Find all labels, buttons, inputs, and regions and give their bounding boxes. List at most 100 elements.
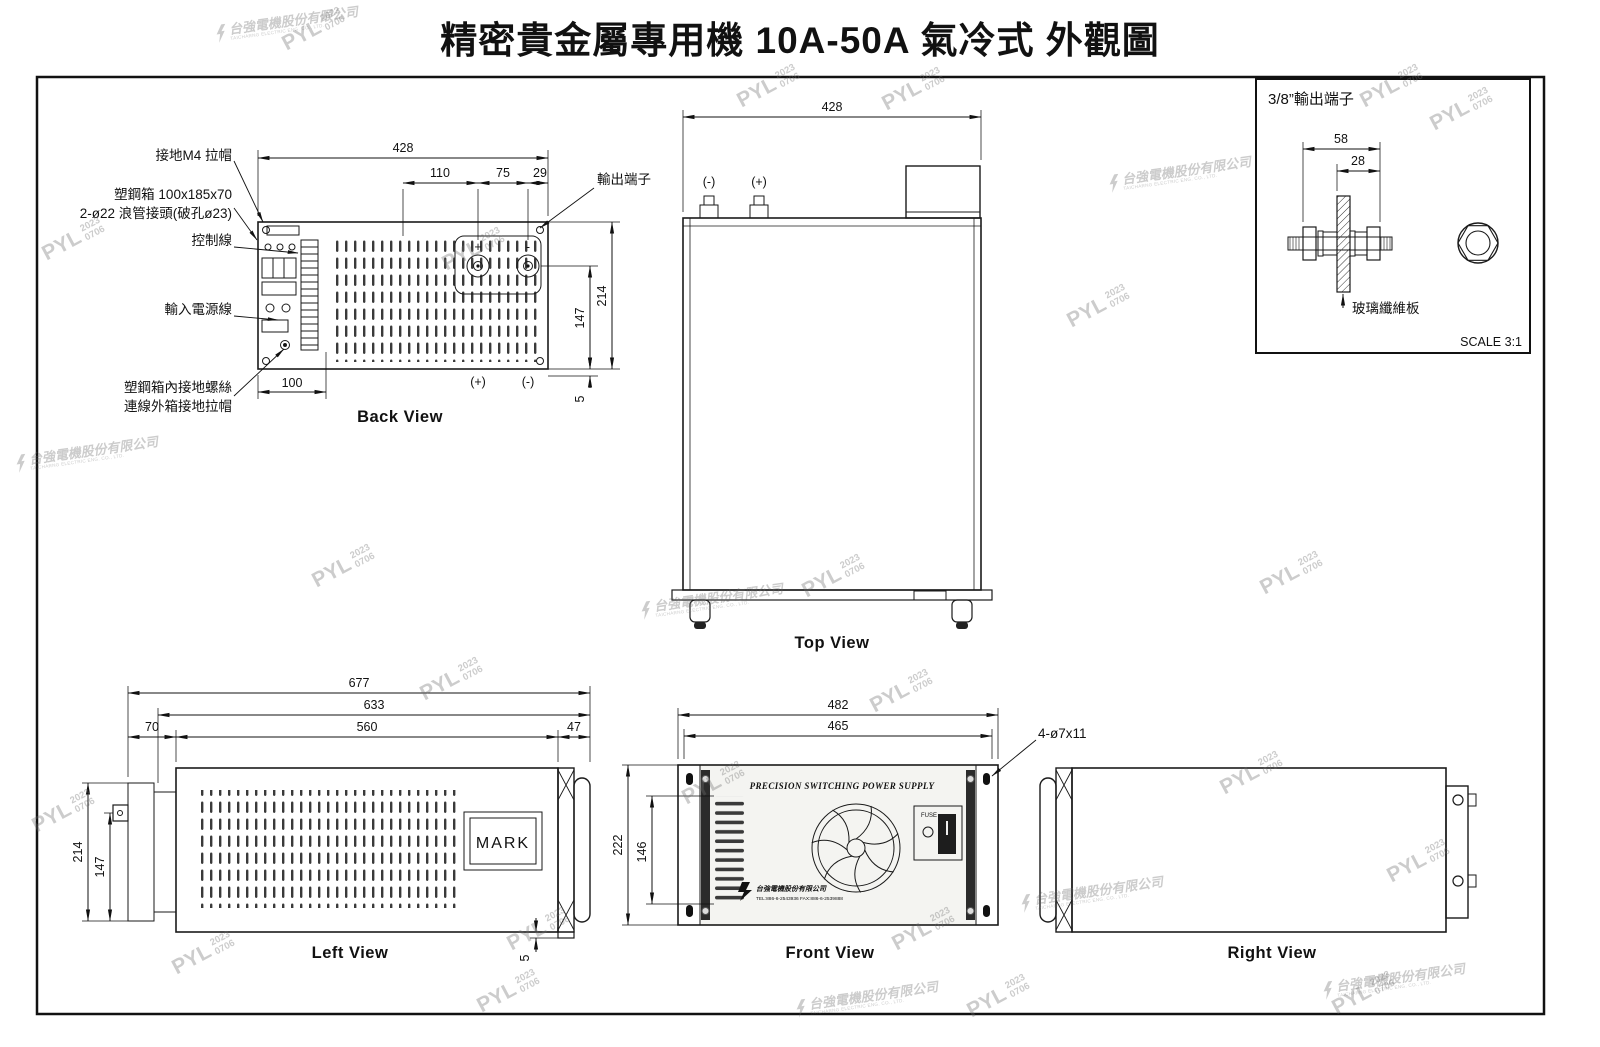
drawing-frame xyxy=(35,75,1546,1016)
contact-text: TEL:886-6-2543936 FAX:886-6-2539888 xyxy=(756,896,843,902)
dim-text: 214 xyxy=(595,286,609,307)
callout-ground-cap: 接地M4 拉帽 xyxy=(155,147,232,163)
dim-text: 28 xyxy=(1351,154,1365,168)
dim-text: 146 xyxy=(635,842,649,863)
back-dim-100: 100 xyxy=(257,352,327,399)
left-view: MARK 677 633 xyxy=(71,676,591,962)
dim-text: 222 xyxy=(611,835,625,856)
detail-scale-label: SCALE 3:1 xyxy=(1460,335,1522,349)
terminal-bolt-section xyxy=(1287,195,1393,293)
callout-box: 塑鋼箱 100x185x70 xyxy=(114,187,232,202)
detail-dim-28: 28 xyxy=(1336,154,1381,191)
left-dim-5: 5 xyxy=(518,918,558,961)
left-front-bracket xyxy=(557,767,591,939)
front-panel-title: PRECISION SWITCHING POWER SUPPLY xyxy=(750,781,936,791)
back-dim-428: 428 xyxy=(257,141,549,216)
callout-conduit: 2-ø22 浪管接頭(破孔ø23) xyxy=(80,205,232,221)
left-dim-214-147: 214 147 xyxy=(71,782,128,922)
brand-lightning-icon xyxy=(738,882,752,901)
top-view-label: Top View xyxy=(795,634,870,652)
right-body xyxy=(1071,767,1447,933)
callout-ground-screw-2: 連線外箱接地拉帽 xyxy=(124,398,232,414)
callout-control-wire: 控制線 xyxy=(192,233,233,248)
plus-sign: + xyxy=(474,240,481,254)
detail-view: 3/8”輸出端子 58 28 玻璃纖維板 xyxy=(1255,78,1531,354)
front-dim-465: 465 xyxy=(683,719,993,759)
left-rear-plate xyxy=(127,782,155,922)
dim-text: 110 xyxy=(430,166,450,180)
dim-text: 428 xyxy=(822,100,843,114)
left-dim-70-560-47: 70 560 47 xyxy=(127,720,591,762)
minus-terminal-label: (-) xyxy=(522,375,535,389)
detail-callout-fiberglass: 玻璃纖維板 xyxy=(1340,293,1420,316)
dim-text: 70 xyxy=(145,720,159,734)
dim-text: 482 xyxy=(828,698,849,712)
back-dim-110-75-29: 110 75 29 xyxy=(402,166,549,240)
back-dim-214-147-5: 214 147 5 xyxy=(541,221,620,402)
dim-text: 147 xyxy=(93,857,107,878)
top-plus-label: (+) xyxy=(751,175,767,189)
detail-frame xyxy=(1255,78,1531,354)
back-connector-area xyxy=(261,225,319,351)
detail-dim-58: 58 xyxy=(1302,132,1381,222)
terminal-nut-front xyxy=(1457,222,1499,264)
front-dim-222-146: 222 146 xyxy=(611,764,714,926)
detail-title: 3/8”輸出端子 xyxy=(1268,91,1354,108)
right-front-bracket xyxy=(1039,767,1073,933)
dim-text: 100 xyxy=(282,376,303,390)
back-output-terminals: + - xyxy=(454,235,542,295)
dim-text: 428 xyxy=(393,141,414,155)
minus-sign: - xyxy=(526,240,530,254)
fiberglass-plate xyxy=(1336,195,1351,293)
ground-screw xyxy=(280,340,290,350)
control-connector xyxy=(300,239,319,351)
back-callouts: 接地M4 拉帽 塑鋼箱 100x185x70 2-ø22 浪管接頭(破孔ø23)… xyxy=(80,147,651,414)
front-dim-482: 482 xyxy=(677,698,999,759)
mounting-slots xyxy=(686,773,990,917)
left-louvers xyxy=(200,790,458,908)
mark-label: MARK xyxy=(476,835,530,852)
top-terminal-cover xyxy=(905,165,981,219)
left-terminal-stub xyxy=(112,804,129,822)
left-view-label: Left View xyxy=(312,944,389,962)
top-minus-label: (-) xyxy=(703,175,716,189)
callout-text: 玻璃纖維板 xyxy=(1352,300,1420,316)
dim-text: 29 xyxy=(533,166,547,180)
dim-text: 75 xyxy=(496,166,510,180)
front-callout-holes: 4-ø7x11 xyxy=(991,726,1087,777)
dim-text: 214 xyxy=(71,842,85,863)
right-rear-plate xyxy=(1445,785,1477,919)
fan xyxy=(811,803,901,893)
right-view-label: Right View xyxy=(1227,944,1316,962)
plus-terminal-label: (+) xyxy=(470,375,486,389)
brand-text: 台強電機股份有限公司 xyxy=(756,884,827,893)
mark-plate: MARK xyxy=(463,811,543,871)
dim-text: 5 xyxy=(518,954,532,961)
dim-text: 633 xyxy=(364,698,385,712)
left-dim-677: 677 xyxy=(127,676,591,777)
front-outline xyxy=(677,764,999,926)
callout-input-power: 輸入電源線 xyxy=(165,302,233,317)
fuse-breaker-panel: FUSE xyxy=(913,805,963,861)
dim-text: 5 xyxy=(573,395,587,402)
callout-text: 4-ø7x11 xyxy=(1038,726,1087,741)
top-terminal-studs xyxy=(699,195,769,219)
front-edge-bars xyxy=(701,770,975,920)
dim-text: 677 xyxy=(349,676,370,690)
back-view: + - 428 110 75 29 214 xyxy=(80,141,651,426)
back-view-label: Back View xyxy=(357,408,443,426)
dim-text: 147 xyxy=(573,308,587,329)
front-brand: 台強電機股份有限公司 TEL:886-6-2543936 FAX:886-6-2… xyxy=(738,882,843,902)
front-view-label: Front View xyxy=(785,944,874,962)
right-view: Right View xyxy=(1039,767,1477,962)
left-dim-633: 633 xyxy=(157,698,591,783)
back-corner-screws xyxy=(262,226,544,365)
top-body xyxy=(682,217,982,591)
callout-output-terminal: 輸出端子 xyxy=(597,172,651,187)
back-louvers xyxy=(330,236,538,362)
top-front-flange xyxy=(671,589,993,629)
page-title: 精密貴金屬專用機 10A-50A 氣冷式 外觀圖 xyxy=(440,20,1160,61)
callout-ground-screw-1: 塑鋼箱內接地螺絲 xyxy=(124,379,232,395)
dim-text: 58 xyxy=(1334,132,1348,146)
